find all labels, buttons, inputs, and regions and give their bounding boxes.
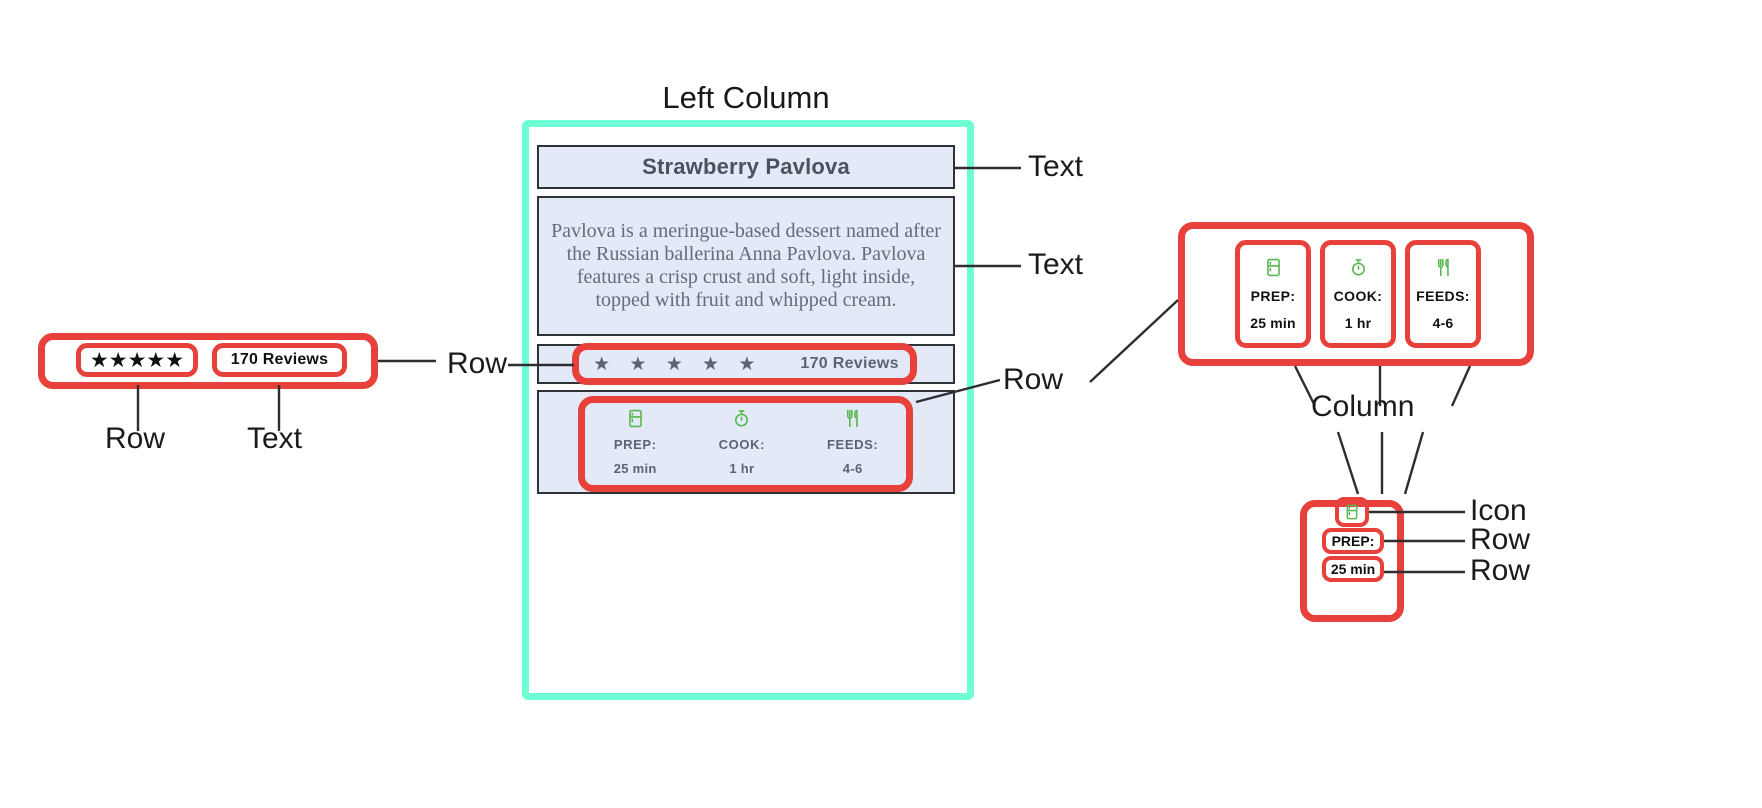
fridge-icon (1264, 258, 1283, 277)
detail-metric-label-cook: COOK: (1333, 287, 1383, 304)
detail-column-label-text: PREP: (1331, 533, 1375, 549)
annotation-label-icon: Icon (1470, 494, 1527, 527)
detail-metric-cell-prep: PREP: 25 min (1235, 240, 1311, 348)
fridge-icon (626, 409, 645, 428)
detail-review-count-text: 170 Reviews (230, 351, 329, 368)
recipe-metrics-row: PREP: 25 min COOK: 1 hr FEEDS: (537, 390, 955, 494)
detail-metric-value-cook: 1 hr (1344, 314, 1372, 331)
leader-line-row-value (1384, 570, 1465, 574)
annotation-label-title-text: Text (1028, 150, 1084, 183)
annotation-label-description-text: Text (1028, 248, 1084, 281)
annotation-label-column: Column (1311, 390, 1415, 423)
leader-line-icon (1369, 510, 1465, 514)
detail-reviews-box: 170 Reviews (212, 343, 347, 377)
metric-label-cook: COOK: (718, 436, 766, 452)
utensils-icon (843, 409, 862, 428)
stopwatch-icon (732, 409, 751, 428)
metric-cell-prep: PREP: 25 min (614, 409, 657, 476)
leader-line-description (955, 264, 1021, 268)
annotation-label-row-value: Row (1470, 554, 1531, 587)
left-column-annotation-label: Left Column (662, 80, 830, 115)
metric-value-feeds: 4-6 (842, 460, 863, 476)
star-rating-icons: ★ ★ ★ ★ ★ (593, 353, 763, 375)
leader-line-detail-panel (378, 359, 436, 363)
recipe-description-text: Pavlova is a meringue-based dessert name… (551, 219, 941, 312)
leader-lines-to-column-label (1293, 365, 1472, 407)
annotation-label-row-label: Row (1470, 523, 1531, 556)
leader-lines-column-to-detail (1336, 431, 1425, 495)
annotation-label-metrics-row: Row (1003, 363, 1064, 396)
detail-column-value-box: 25 min (1322, 556, 1384, 582)
recipe-title-text: Strawberry Pavlova (642, 154, 850, 179)
rating-row-inner: ★ ★ ★ ★ ★ 170 Reviews (593, 353, 899, 376)
metric-cell-feeds: FEEDS: 4-6 (827, 409, 878, 476)
recipe-rating-row: ★ ★ ★ ★ ★ 170 Reviews (537, 344, 955, 384)
leader-line-rating-row (508, 363, 574, 367)
detail-metric-value-feeds: 4-6 (1432, 314, 1454, 331)
detail-stars-box: ★★★★★ (76, 343, 198, 377)
leader-line-row-label (1384, 539, 1465, 543)
stopwatch-icon (1349, 258, 1368, 277)
metric-label-feeds: FEEDS: (827, 436, 879, 452)
metric-label-prep: PREP: (613, 436, 657, 452)
leader-line-metrics-row (915, 378, 1001, 404)
leader-line-right-detail-panel (1089, 299, 1179, 383)
leader-line-stars-detail (136, 385, 140, 431)
detail-metric-value-prep: 25 min (1250, 314, 1296, 331)
review-count-text: 170 Reviews (800, 355, 899, 372)
detail-column-value-text: 25 min (1330, 561, 1376, 577)
detail-star-rating-icons: ★★★★★ (89, 348, 185, 372)
detail-column-icon-box (1335, 497, 1369, 527)
recipe-title-box: Strawberry Pavlova (537, 145, 955, 189)
annotation-label-rating-row: Row (447, 347, 508, 380)
recipe-description-box: Pavlova is a meringue-based dessert name… (537, 196, 955, 336)
metrics-row-inner: PREP: 25 min COOK: 1 hr FEEDS: (539, 409, 953, 476)
detail-metric-label-feeds: FEEDS: (1416, 287, 1470, 304)
metric-cell-cook: COOK: 1 hr (719, 409, 765, 476)
annotation-label-text-detail: Text (247, 422, 303, 455)
utensils-icon (1434, 258, 1453, 277)
leader-line-title (955, 166, 1021, 170)
detail-metric-cell-feeds: FEEDS: 4-6 (1405, 240, 1481, 348)
metric-value-cook: 1 hr (729, 460, 755, 476)
leader-line-reviews-detail (277, 385, 281, 431)
metric-value-prep: 25 min (613, 460, 657, 476)
detail-metric-cell-cook: COOK: 1 hr (1320, 240, 1396, 348)
detail-column-label-box: PREP: (1322, 528, 1384, 554)
annotation-label-row-detail: Row (105, 422, 166, 455)
detail-metric-label-prep: PREP: (1250, 287, 1296, 304)
fridge-icon (1344, 504, 1360, 520)
